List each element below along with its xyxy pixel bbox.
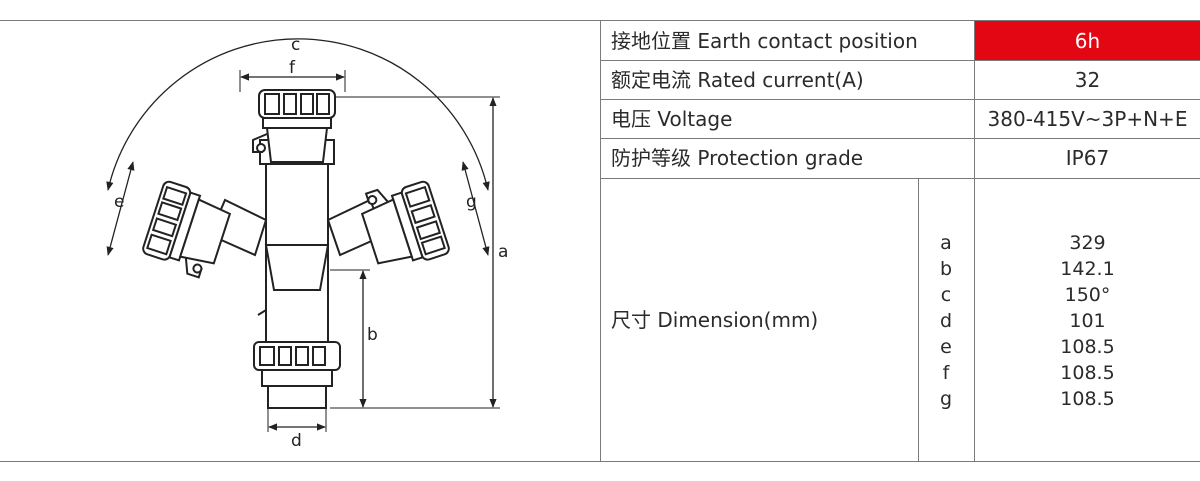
- dimension-keys: a b c d e f g: [918, 230, 974, 412]
- row-separator-3: [600, 138, 1200, 139]
- voltage-value: 380-415V~3P+N+E: [987, 107, 1188, 131]
- dim-key-a: a: [940, 232, 952, 254]
- earth-position-label: 接地位置 Earth contact position: [611, 29, 918, 53]
- product-dimension-drawing: c f e g a b d: [106, 35, 508, 451]
- dim-value-b: 142.1: [1060, 258, 1115, 280]
- dimension-b: [330, 269, 370, 408]
- dim-value-c: 150°: [1064, 284, 1111, 306]
- label-b: b: [367, 325, 378, 345]
- label-e: e: [114, 192, 124, 212]
- label-d: d: [291, 431, 302, 451]
- dimension-label: 尺寸 Dimension(mm): [611, 308, 819, 332]
- left-plug-head: [138, 179, 235, 282]
- connector-body: [208, 139, 387, 346]
- dim-key-e: e: [940, 336, 952, 358]
- voltage-label: 电压 Voltage: [611, 107, 733, 131]
- label-g: g: [466, 192, 477, 212]
- label-c: c: [291, 35, 300, 55]
- row-separator-2: [600, 99, 1200, 100]
- right-plug-head: [355, 173, 452, 276]
- dim-key-f: f: [942, 362, 950, 384]
- label-a: a: [498, 242, 508, 262]
- earth-position-highlight: [975, 21, 1200, 60]
- label-f: f: [289, 58, 296, 78]
- dim-key-d: d: [939, 310, 953, 332]
- protection-grade-label: 防护等级 Protection grade: [611, 146, 864, 170]
- dimension-values: 329 142.1 150° 101 108.5 108.5 108.5: [975, 230, 1200, 412]
- row-separator-1: [600, 60, 1200, 61]
- dim-value-e: 108.5: [1060, 336, 1115, 358]
- dim-value-g: 108.5: [1060, 388, 1115, 410]
- dimension-f: [239, 70, 346, 92]
- dim-value-f: 108.5: [1060, 362, 1115, 384]
- earth-position-value: 6h: [1074, 29, 1101, 53]
- dimension-e: [106, 161, 135, 256]
- dim-key-g: g: [939, 388, 953, 410]
- rated-current-value: 32: [1074, 68, 1101, 92]
- table-divider-value: [974, 20, 975, 461]
- dim-key-b: b: [939, 258, 953, 280]
- table-bottom-border: [0, 461, 1200, 462]
- dim-value-a: 329: [1069, 232, 1106, 254]
- dim-value-d: 101: [1069, 310, 1106, 332]
- dimension-c-arc: [106, 38, 490, 191]
- table-divider-drawing: [600, 20, 601, 461]
- bottom-socket: [253, 308, 341, 409]
- table-divider-keys: [918, 178, 919, 461]
- dimension-d: [267, 408, 327, 432]
- dimension-g: [461, 161, 490, 256]
- protection-grade-value: IP67: [1065, 146, 1110, 170]
- dimension-a: [330, 96, 500, 409]
- row-separator-4: [600, 178, 1200, 179]
- rated-current-label: 额定电流 Rated current(A): [611, 68, 864, 92]
- dim-key-c: c: [940, 284, 952, 306]
